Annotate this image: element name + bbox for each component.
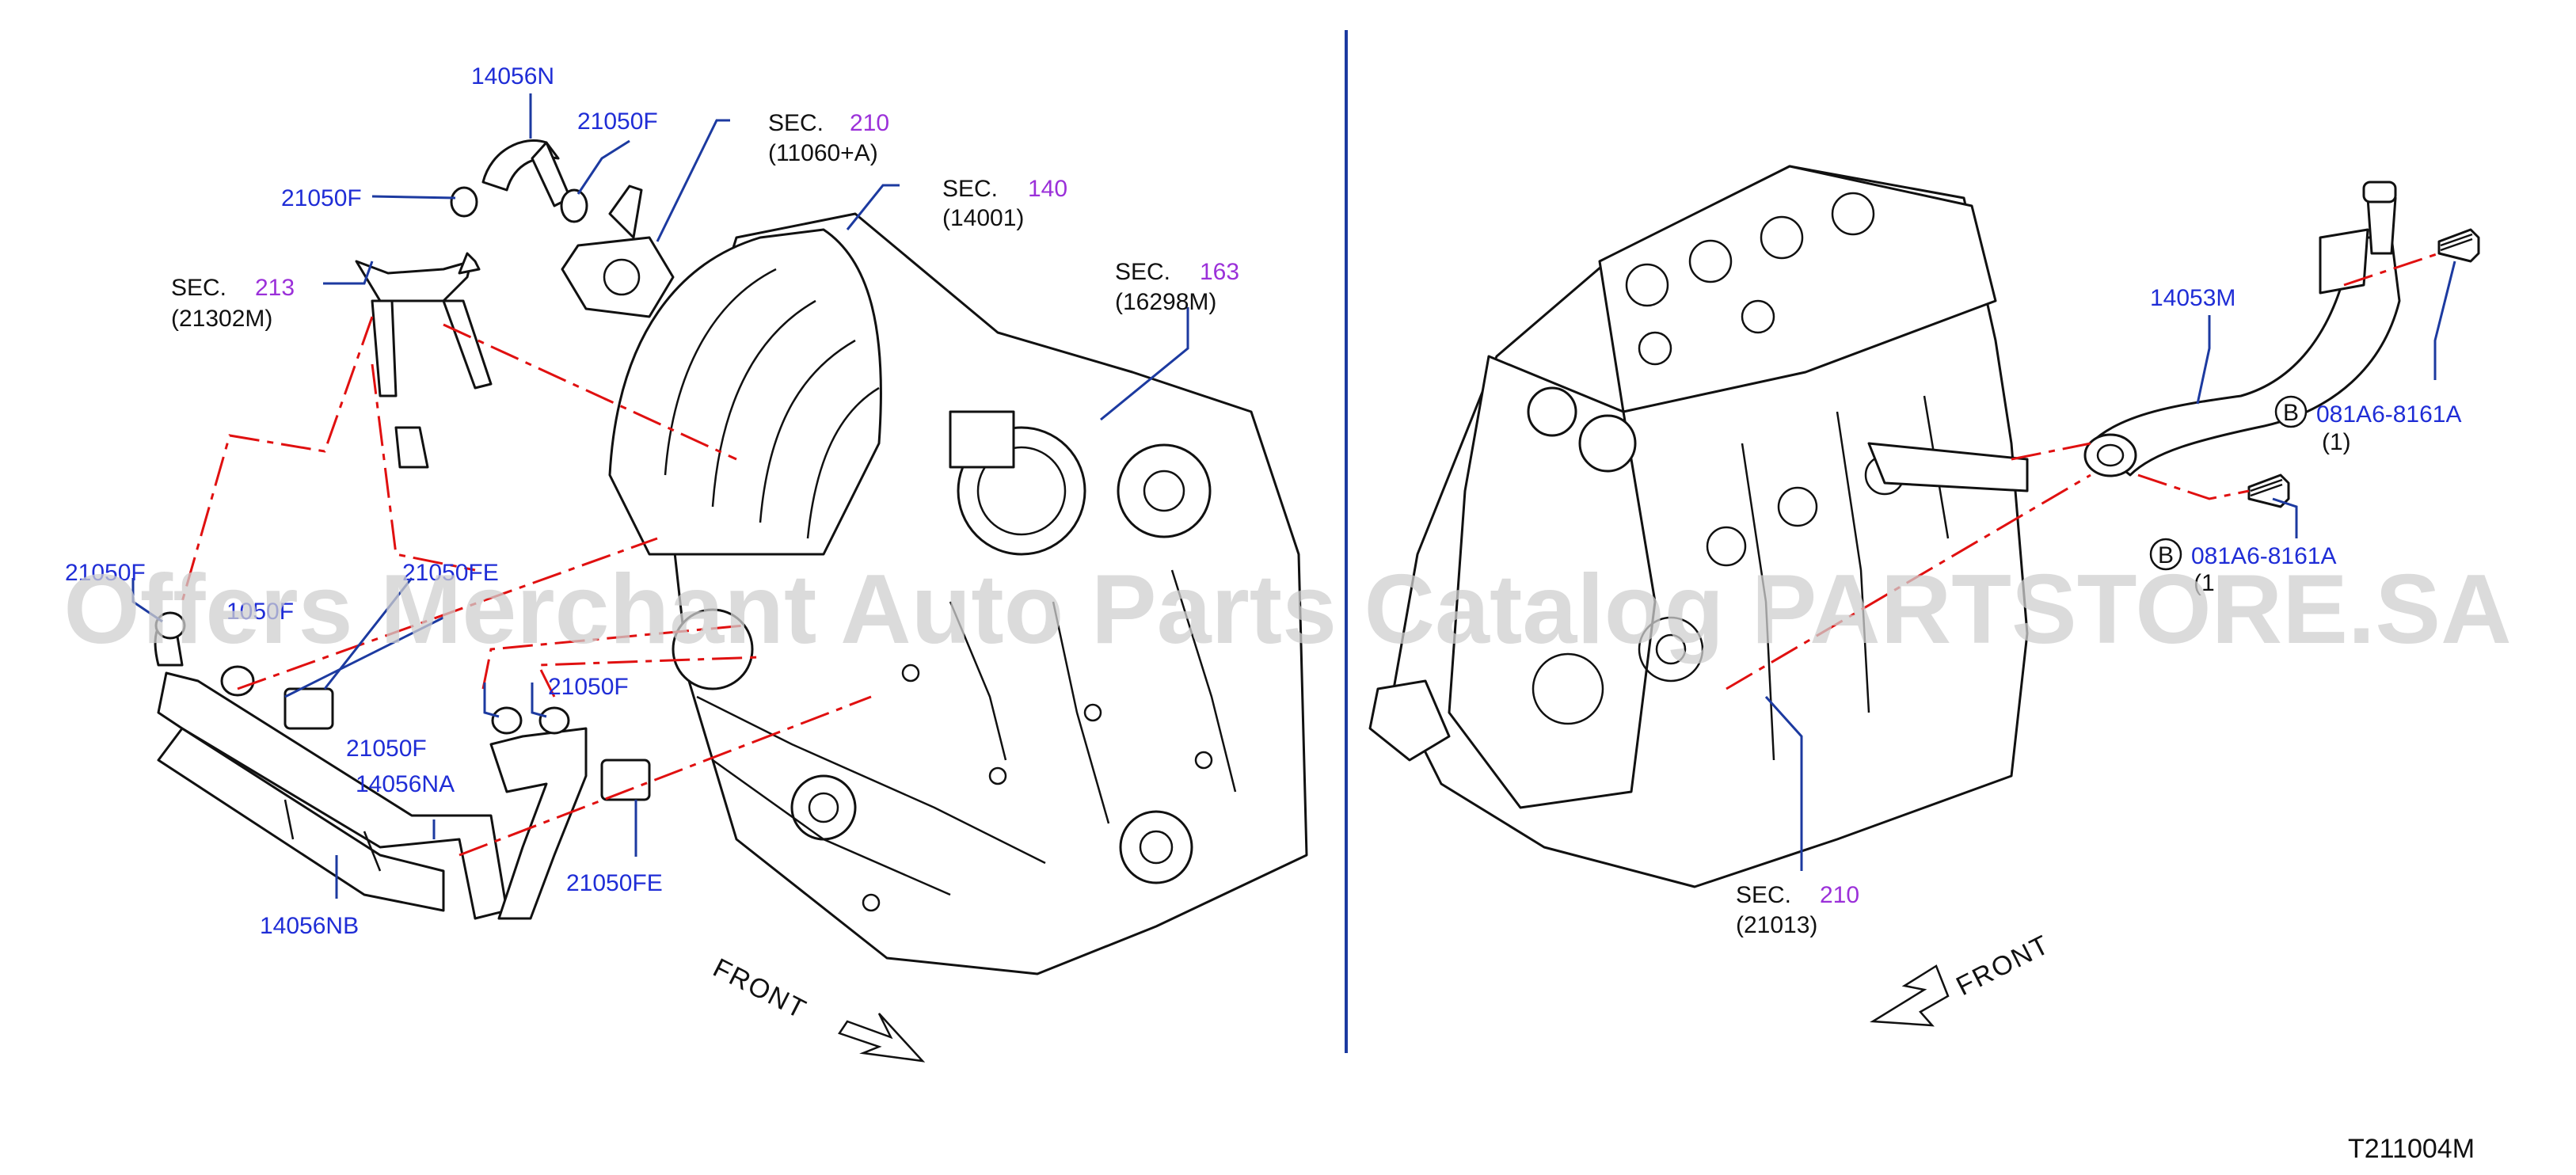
label-21050f-upper-left: 21050F	[281, 185, 362, 211]
svg-text:163: 163	[1200, 259, 1239, 285]
svg-text:(14001): (14001)	[942, 205, 1024, 231]
label-bolt-lower-qty: (1	[2194, 570, 2215, 596]
bolt-marker-lower: B	[2149, 538, 2182, 571]
label-21050f-upper-right: 21050F	[577, 108, 658, 135]
clamp-21050f-mid-a[interactable]	[491, 706, 523, 735]
phantom-lines-left	[181, 316, 872, 857]
bolts-right	[2247, 228, 2480, 508]
bolt-081a6-8161a-upper[interactable]	[2437, 228, 2480, 263]
clamp-21050f-left[interactable]	[154, 611, 186, 640]
clamp-21050f-mid-b[interactable]	[538, 706, 570, 735]
label-14056nb: 14056NB	[260, 913, 359, 939]
label-21050fe-lower: 21050FE	[566, 870, 663, 896]
clamp-21050f-upper-left[interactable]	[450, 186, 478, 218]
svg-text:SEC.: SEC.	[1736, 882, 1791, 908]
leaders-right	[1764, 260, 2456, 871]
bolt-marker-upper: B	[2274, 395, 2308, 428]
svg-text:(16298M): (16298M)	[1115, 289, 1216, 315]
clip-21050fe-lower[interactable]	[600, 759, 651, 801]
svg-text:SEC.: SEC.	[1115, 259, 1170, 285]
label-14053m: 14053M	[2150, 285, 2235, 311]
phantom-lines-right	[1726, 252, 2440, 690]
label-21050f-mid-b: 21050F	[548, 674, 629, 700]
section-ref-210-upper: SEC. 210 (11060+A)	[768, 110, 889, 166]
label-1050f-partial: 1050F	[226, 599, 294, 625]
front-label-right: FRONT	[1951, 930, 2054, 1002]
engine-right	[1368, 165, 2029, 888]
svg-text:213: 213	[255, 275, 295, 301]
svg-text:(21013): (21013)	[1736, 912, 1817, 938]
clamp-21050f-upper-right[interactable]	[560, 188, 588, 223]
clamp-1050f-partial[interactable]	[220, 665, 255, 697]
label-21050f-mid-a: 21050F	[346, 736, 427, 762]
clamps-left	[154, 186, 651, 801]
front-arrow-left: FRONT	[708, 953, 926, 1063]
svg-text:(11060+A): (11060+A)	[768, 140, 878, 166]
label-bolt-lower-code: 081A6-8161A	[2191, 543, 2337, 569]
label-bolt-upper-code: 081A6-8161A	[2316, 401, 2462, 428]
bolt-marker-upper-letter: B	[2283, 400, 2299, 426]
svg-text:210: 210	[850, 110, 889, 136]
svg-text:210: 210	[1820, 882, 1859, 908]
section-ref-140: SEC. 140 (14001)	[942, 176, 1067, 231]
front-arrow-right: FRONT	[1870, 930, 2055, 1027]
svg-text:(21302M): (21302M)	[171, 306, 272, 332]
bolt-081a6-8161a-lower[interactable]	[2247, 473, 2290, 508]
engine-left	[561, 184, 1308, 975]
front-label-left: FRONT	[708, 953, 811, 1025]
section-ref-163: SEC. 163 (16298M)	[1115, 259, 1239, 315]
pipe-14053m	[2083, 181, 2401, 477]
clip-21050fe-left[interactable]	[283, 687, 334, 730]
leaders-left	[131, 93, 1189, 899]
section-ref-210-lower: SEC. 210 (21013)	[1736, 882, 1859, 938]
hose-assembly-left	[154, 139, 588, 920]
svg-text:SEC.: SEC.	[768, 110, 824, 136]
svg-text:SEC.: SEC.	[171, 275, 226, 301]
label-21050f-left: 21050F	[65, 560, 146, 586]
section-ref-213: SEC. 213 (21302M)	[171, 275, 295, 332]
label-14056na: 14056NA	[356, 771, 455, 797]
bolt-marker-lower-letter: B	[2158, 542, 2174, 568]
label-14056n: 14056N	[471, 63, 554, 89]
diagram-id: T211004M	[2348, 1134, 2475, 1164]
label-21050fe-left: 21050FE	[402, 560, 499, 586]
watermark: Offers Merchant Auto Parts Catalog PARTS…	[63, 555, 2511, 664]
svg-text:140: 140	[1028, 176, 1067, 202]
label-bolt-upper-qty: (1)	[2322, 429, 2351, 455]
svg-text:SEC.: SEC.	[942, 176, 998, 202]
